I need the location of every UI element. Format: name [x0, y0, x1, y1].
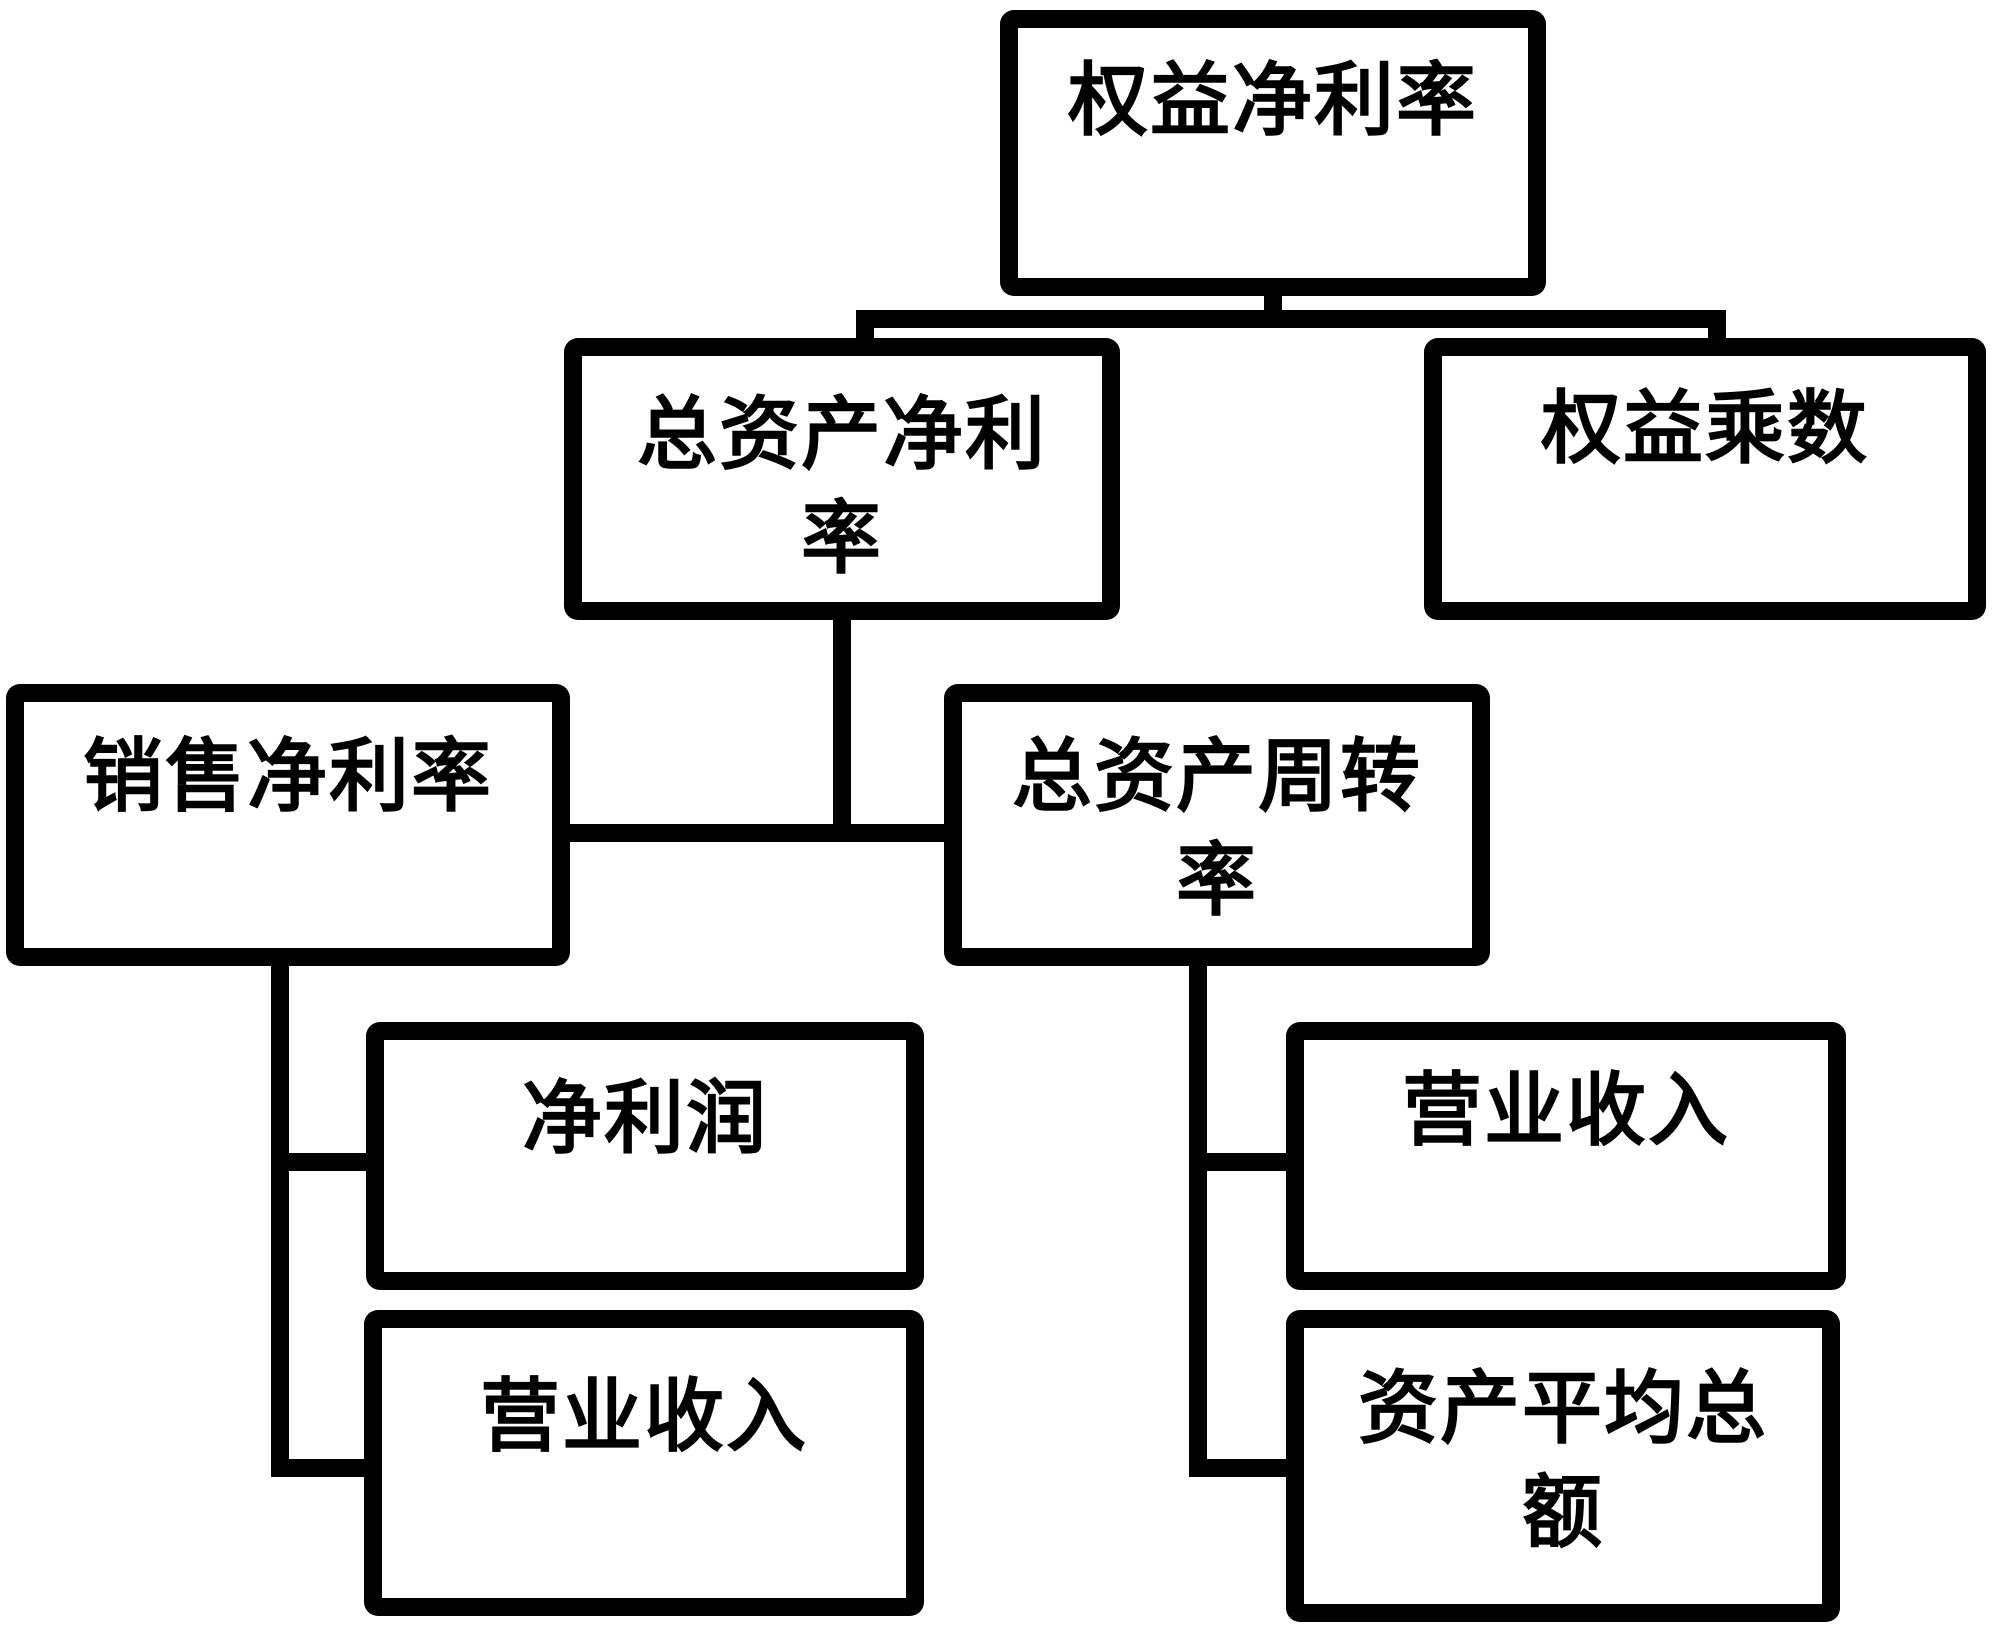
connector-roa-vertical	[833, 612, 851, 842]
connector-npm-vertical	[271, 960, 289, 1477]
node-operating-revenue-left: 营业收入	[364, 1310, 924, 1616]
connector-npm-to-revenue	[280, 1459, 378, 1477]
node-return-on-equity: 权益净利率	[1000, 10, 1546, 296]
node-net-profit: 净利润	[366, 1022, 924, 1290]
connector-tat-vertical	[1189, 960, 1207, 1477]
node-return-on-equity-label: 权益净利率	[1068, 58, 1478, 146]
connector-tat-to-revenue	[1198, 1153, 1300, 1171]
node-equity-multiplier-label: 权益乘数	[1541, 386, 1869, 474]
node-net-profit-margin-label: 销售净利率	[83, 734, 493, 822]
connector-npm-to-netprofit	[280, 1153, 380, 1171]
node-average-total-assets-label: 资产平均总 额	[1358, 1366, 1768, 1558]
node-operating-revenue-left-label: 营业收入	[480, 1374, 808, 1462]
node-equity-multiplier: 权益乘数	[1424, 338, 1986, 620]
node-average-total-assets: 资产平均总 额	[1286, 1310, 1840, 1622]
connector-roe-children-bar	[856, 310, 1726, 328]
node-net-profit-margin: 销售净利率	[6, 684, 570, 966]
node-return-on-total-assets: 总资产净利 率	[564, 338, 1120, 620]
node-return-on-total-assets-label: 总资产净利 率	[637, 392, 1047, 584]
node-operating-revenue-right: 营业收入	[1286, 1022, 1846, 1290]
node-total-asset-turnover-label: 总资产周转 率	[1012, 734, 1422, 926]
node-operating-revenue-right-label: 营业收入	[1402, 1068, 1730, 1156]
connector-tat-to-avg-assets	[1198, 1459, 1300, 1477]
node-total-asset-turnover: 总资产周转 率	[944, 684, 1490, 966]
connector-npm-tat-crossbar	[566, 824, 950, 842]
node-net-profit-label: 净利润	[522, 1076, 768, 1164]
